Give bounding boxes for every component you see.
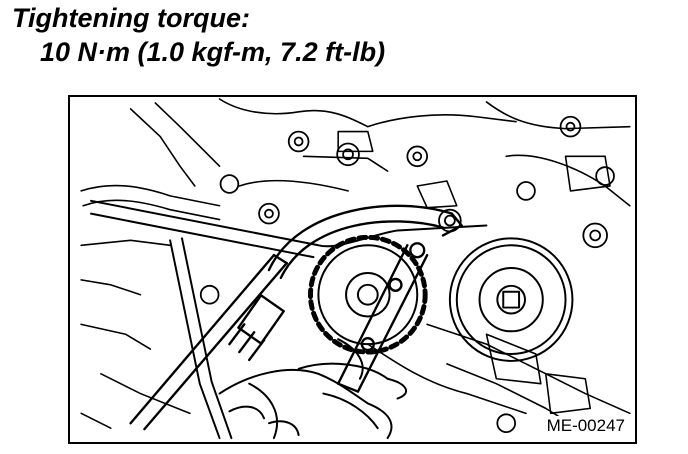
illustration-figure: ME-00247	[68, 95, 637, 444]
bracket-details	[337, 130, 611, 415]
torque-heading: Tightening torque:	[12, 3, 250, 33]
cam-sprocket	[308, 234, 428, 355]
figure-reference-code: ME-00247	[544, 416, 627, 436]
hands-illustration	[218, 338, 408, 440]
torque-value: 10 N·m (1.0 kgf-m, 7.2 ft-lb)	[40, 37, 386, 67]
tensioner-pulley	[448, 237, 574, 362]
wrench-extension	[129, 253, 288, 431]
sprocket-holding-tool	[267, 204, 463, 393]
bolt-bosses	[199, 115, 615, 434]
engine-illustration-icon	[80, 98, 631, 440]
timing-belt	[90, 199, 488, 440]
